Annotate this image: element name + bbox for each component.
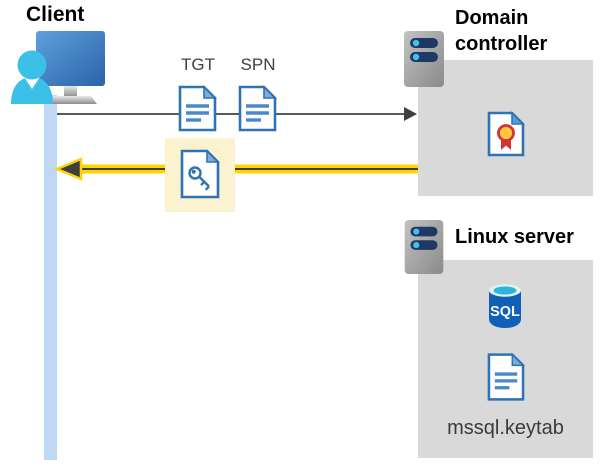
request-arrow-head-icon (404, 107, 417, 121)
response-arrow-head-icon (54, 157, 83, 181)
client-computer-user-icon (11, 31, 105, 104)
client-label: Client (26, 3, 85, 26)
response-arrow (54, 157, 420, 181)
client-lifeline-bar (44, 95, 57, 460)
request-arrow-line (57, 113, 409, 115)
linux-server-label: Linux server (455, 226, 574, 248)
monitor-icon (36, 31, 105, 104)
keytab-file-label: mssql.keytab (447, 417, 564, 439)
sql-database-icon: SQL (489, 284, 521, 328)
linux-server-icon (404, 219, 444, 275)
tgt-label: TGT (181, 55, 215, 74)
user-icon (11, 50, 53, 104)
sql-icon-label: SQL (490, 304, 520, 320)
spn-document-icon (238, 85, 277, 132)
domain-controller-label: Domain controller (455, 7, 548, 55)
keytab-document-icon (487, 352, 525, 401)
domain-controller-server-icon (404, 31, 444, 87)
certificate-icon (487, 111, 525, 157)
key-icon (188, 166, 210, 191)
key-document-icon (180, 149, 220, 199)
tgt-document-icon (178, 85, 217, 132)
spn-label: SPN (240, 55, 276, 74)
